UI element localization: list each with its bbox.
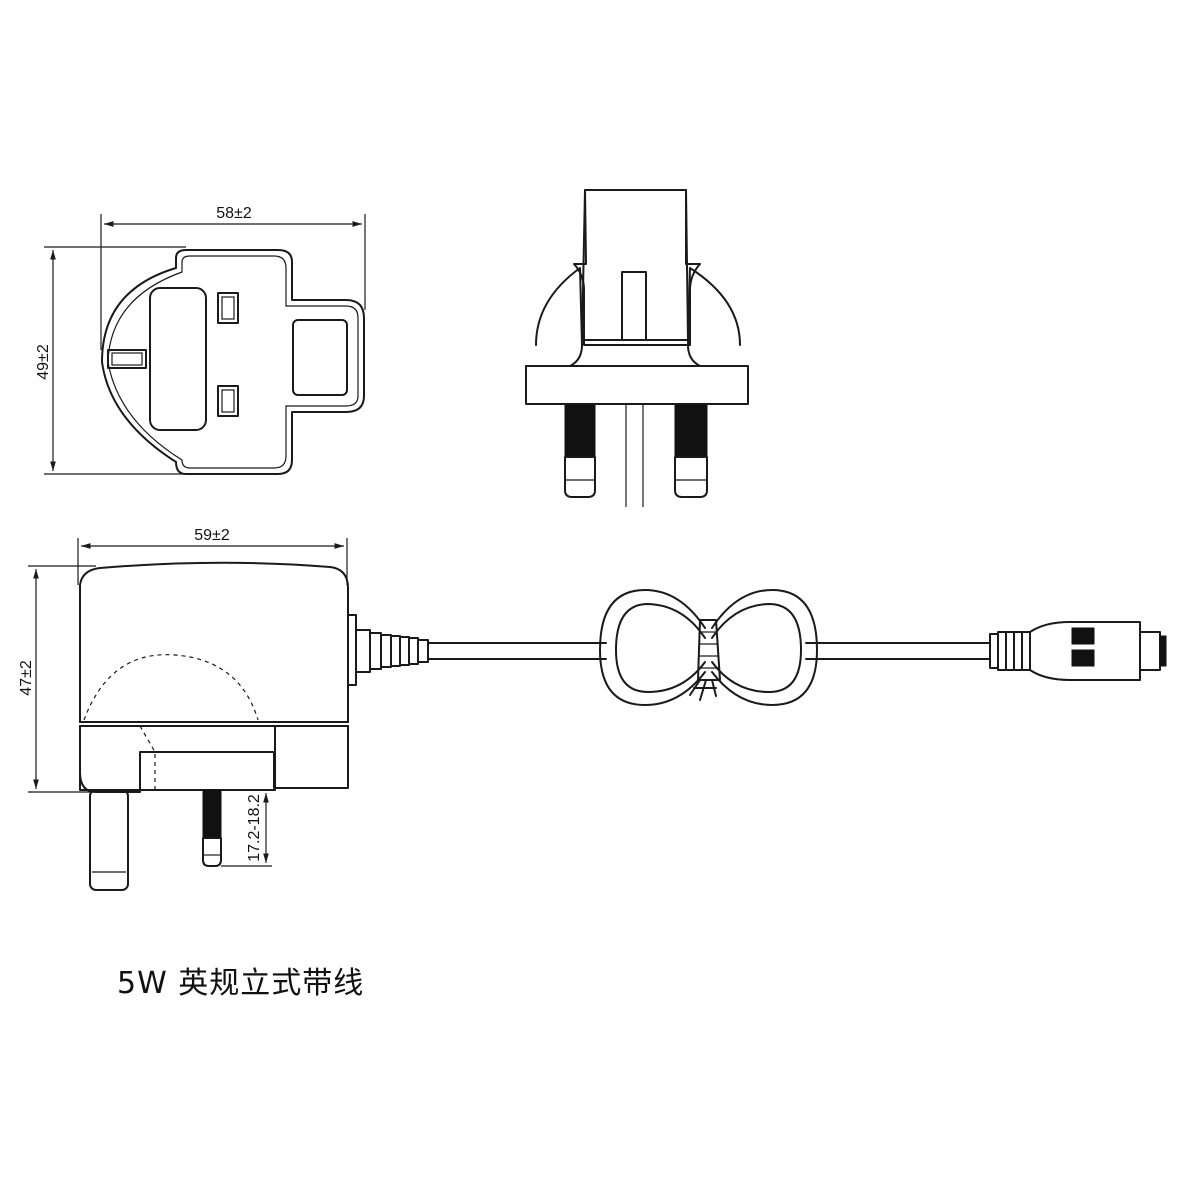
side-pin-face [107,349,147,369]
neutral-pin-face [217,385,239,417]
side-view-earth-pin [89,789,129,891]
top-view-right-pin [674,404,708,498]
side-dimensions: 59±2 47±2 17.2-18.2 [18,527,348,867]
side-view-body [79,561,349,723]
dc-connector [989,621,1167,681]
front-height-label: 49±2 [35,344,52,380]
drawing-caption: 5W 英规立式带线 [117,966,365,1001]
top-view-base [525,365,749,405]
top-view-column [573,189,701,346]
strain-relief [355,629,429,673]
front-width-label: 58±2 [216,205,252,222]
cable-coil [599,589,818,706]
side-width-label: 59±2 [194,527,230,544]
front-view-outline [101,249,365,475]
pin-length-label: 17.2-18.2 [246,794,263,862]
live-pin-face [217,292,239,324]
top-view-left-pin [564,404,596,498]
top-view [525,189,749,507]
side-height-label: 47±2 [18,660,35,696]
side-view-live-pin [202,789,222,867]
front-view-inner-outline [107,255,359,469]
side-view-plug-block [79,725,349,793]
top-view-dome [525,267,583,367]
earth-pin-face [149,287,207,431]
front-view-tab [292,319,348,396]
cable [355,589,1167,706]
front-dimensions: 58±2 49±2 [35,205,366,475]
side-view [79,561,357,891]
top-view-switch [621,271,647,341]
front-view [101,249,365,475]
